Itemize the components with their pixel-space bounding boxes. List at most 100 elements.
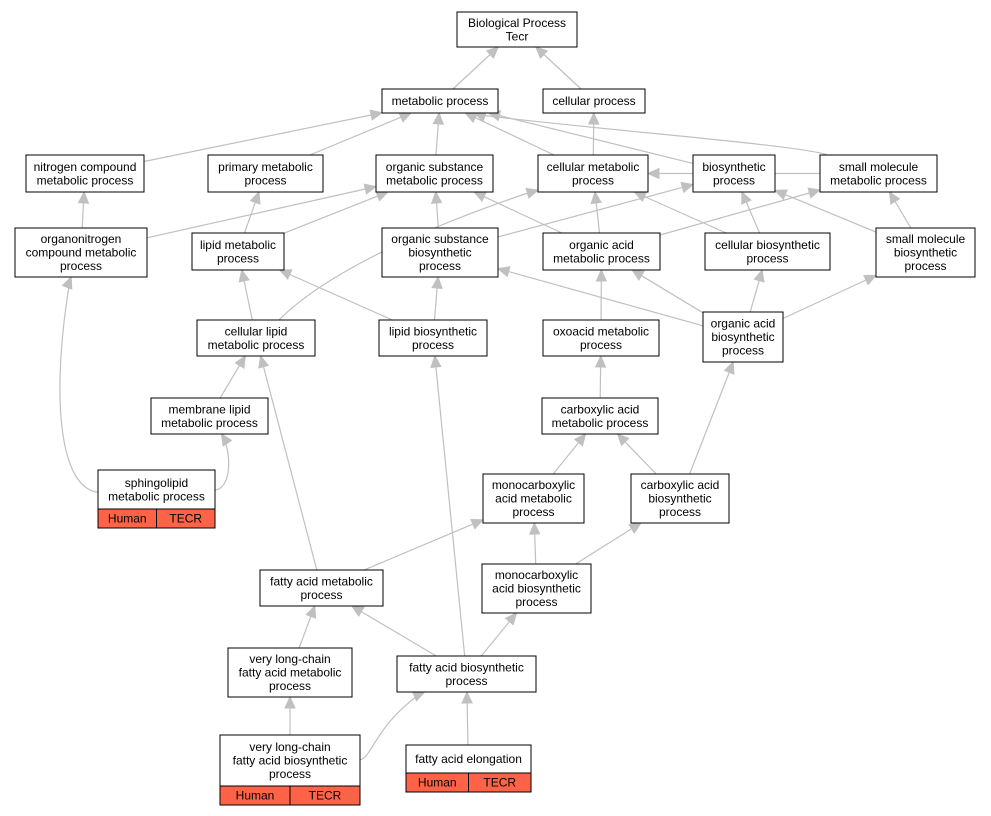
node-label-line: fatty acid elongation [415,752,522,766]
arrowhead-icon [628,522,642,535]
edge-line [435,123,439,156]
edge-smallmol_met-to-metabolic [473,111,828,156]
arrowhead-icon [631,269,645,281]
arrowhead-icon [411,691,426,702]
edge-line [243,202,256,234]
edge-line [480,621,510,657]
node-label-line: organic substance [386,160,484,174]
arrowhead-icon [278,269,293,280]
node-label-line: biosynthetic [648,492,711,506]
arrowhead-icon [534,46,549,60]
edge-line [745,201,761,234]
node-label-line: fatty acid metabolic [270,574,373,588]
node-label-line: organonitrogen [41,232,122,246]
annotation-tag-label: TECR [169,512,202,526]
arrowhead-icon [430,190,443,204]
node-label-line: process [269,767,311,781]
arrowhead-icon [504,612,518,626]
edge-line [534,533,537,565]
edge-line [309,116,402,156]
node-label-line: process [445,674,487,688]
node-label-line: organic acid [569,238,634,252]
edge-primary-to-metabolic [309,112,413,156]
node-label-line: process [746,251,788,265]
arrowhead-icon [220,432,233,447]
arrowhead-icon [773,189,788,201]
node-box [227,647,353,698]
node-box [542,232,661,271]
node-label-line: carboxylic acid [561,402,640,416]
node-label-line: metabolic process [392,94,489,108]
edge-carbox_met-to-oxoacid [594,354,607,399]
edge-monocarb_bio-to-monocarb_met [528,521,541,565]
edge-line [595,202,601,234]
edge-line [644,195,727,234]
node-label-line: metabolic process [830,173,927,187]
node-label-line: very long-chain [249,740,330,754]
go-term-node-metabolic[interactable]: metabolic process [381,88,499,114]
edge-line [146,188,366,239]
go-term-node-cellular[interactable]: cellular process [542,88,646,114]
node-label-line: cellular process [552,94,635,108]
edge-orgacid_met-to-cell_met [590,190,603,234]
edge-line [749,280,760,313]
arrowhead-icon [61,275,73,290]
arrowhead-icon [587,111,600,125]
edge-line [466,702,469,746]
edge-line [543,54,582,90]
arrowhead-icon [646,167,660,180]
edge-orgacid_bio-to-cell_bio [749,268,765,313]
node-label-line: metabolic process [553,251,650,265]
edge-cell_lipid-to-cell_met [278,187,540,321]
arrowhead-icon [616,433,630,447]
edge-orgacid_met-to-orgsub_met [473,191,563,234]
arrowhead-icon [430,354,442,368]
node-label-line: very long-chain [249,652,330,666]
edge-vlc_met-to-fa_met [298,604,317,649]
node-label-line: acid metabolic [495,492,572,506]
node-label-line: metabolic process [108,489,205,503]
node-label-line: small molecule [886,232,966,246]
arrowhead-icon [369,109,384,121]
node-label-line: Biological Process [468,16,566,30]
edge-orgsub_bio-to-biosynth [497,181,695,238]
arrowhead-icon [363,183,378,195]
node-box [396,655,537,693]
node-label-line: biosynthetic [408,246,471,260]
edge-orgacid_bio-to-orgacid_met [631,269,704,314]
node-label-line: oxoacid metabolic [553,324,649,338]
annotation-tag-label: TECR [309,789,342,803]
node-label-line: fatty acid biosynthetic [409,660,524,674]
node-label-line: process [244,173,286,187]
arrowhead-icon [461,690,473,704]
edge-line [143,114,372,163]
